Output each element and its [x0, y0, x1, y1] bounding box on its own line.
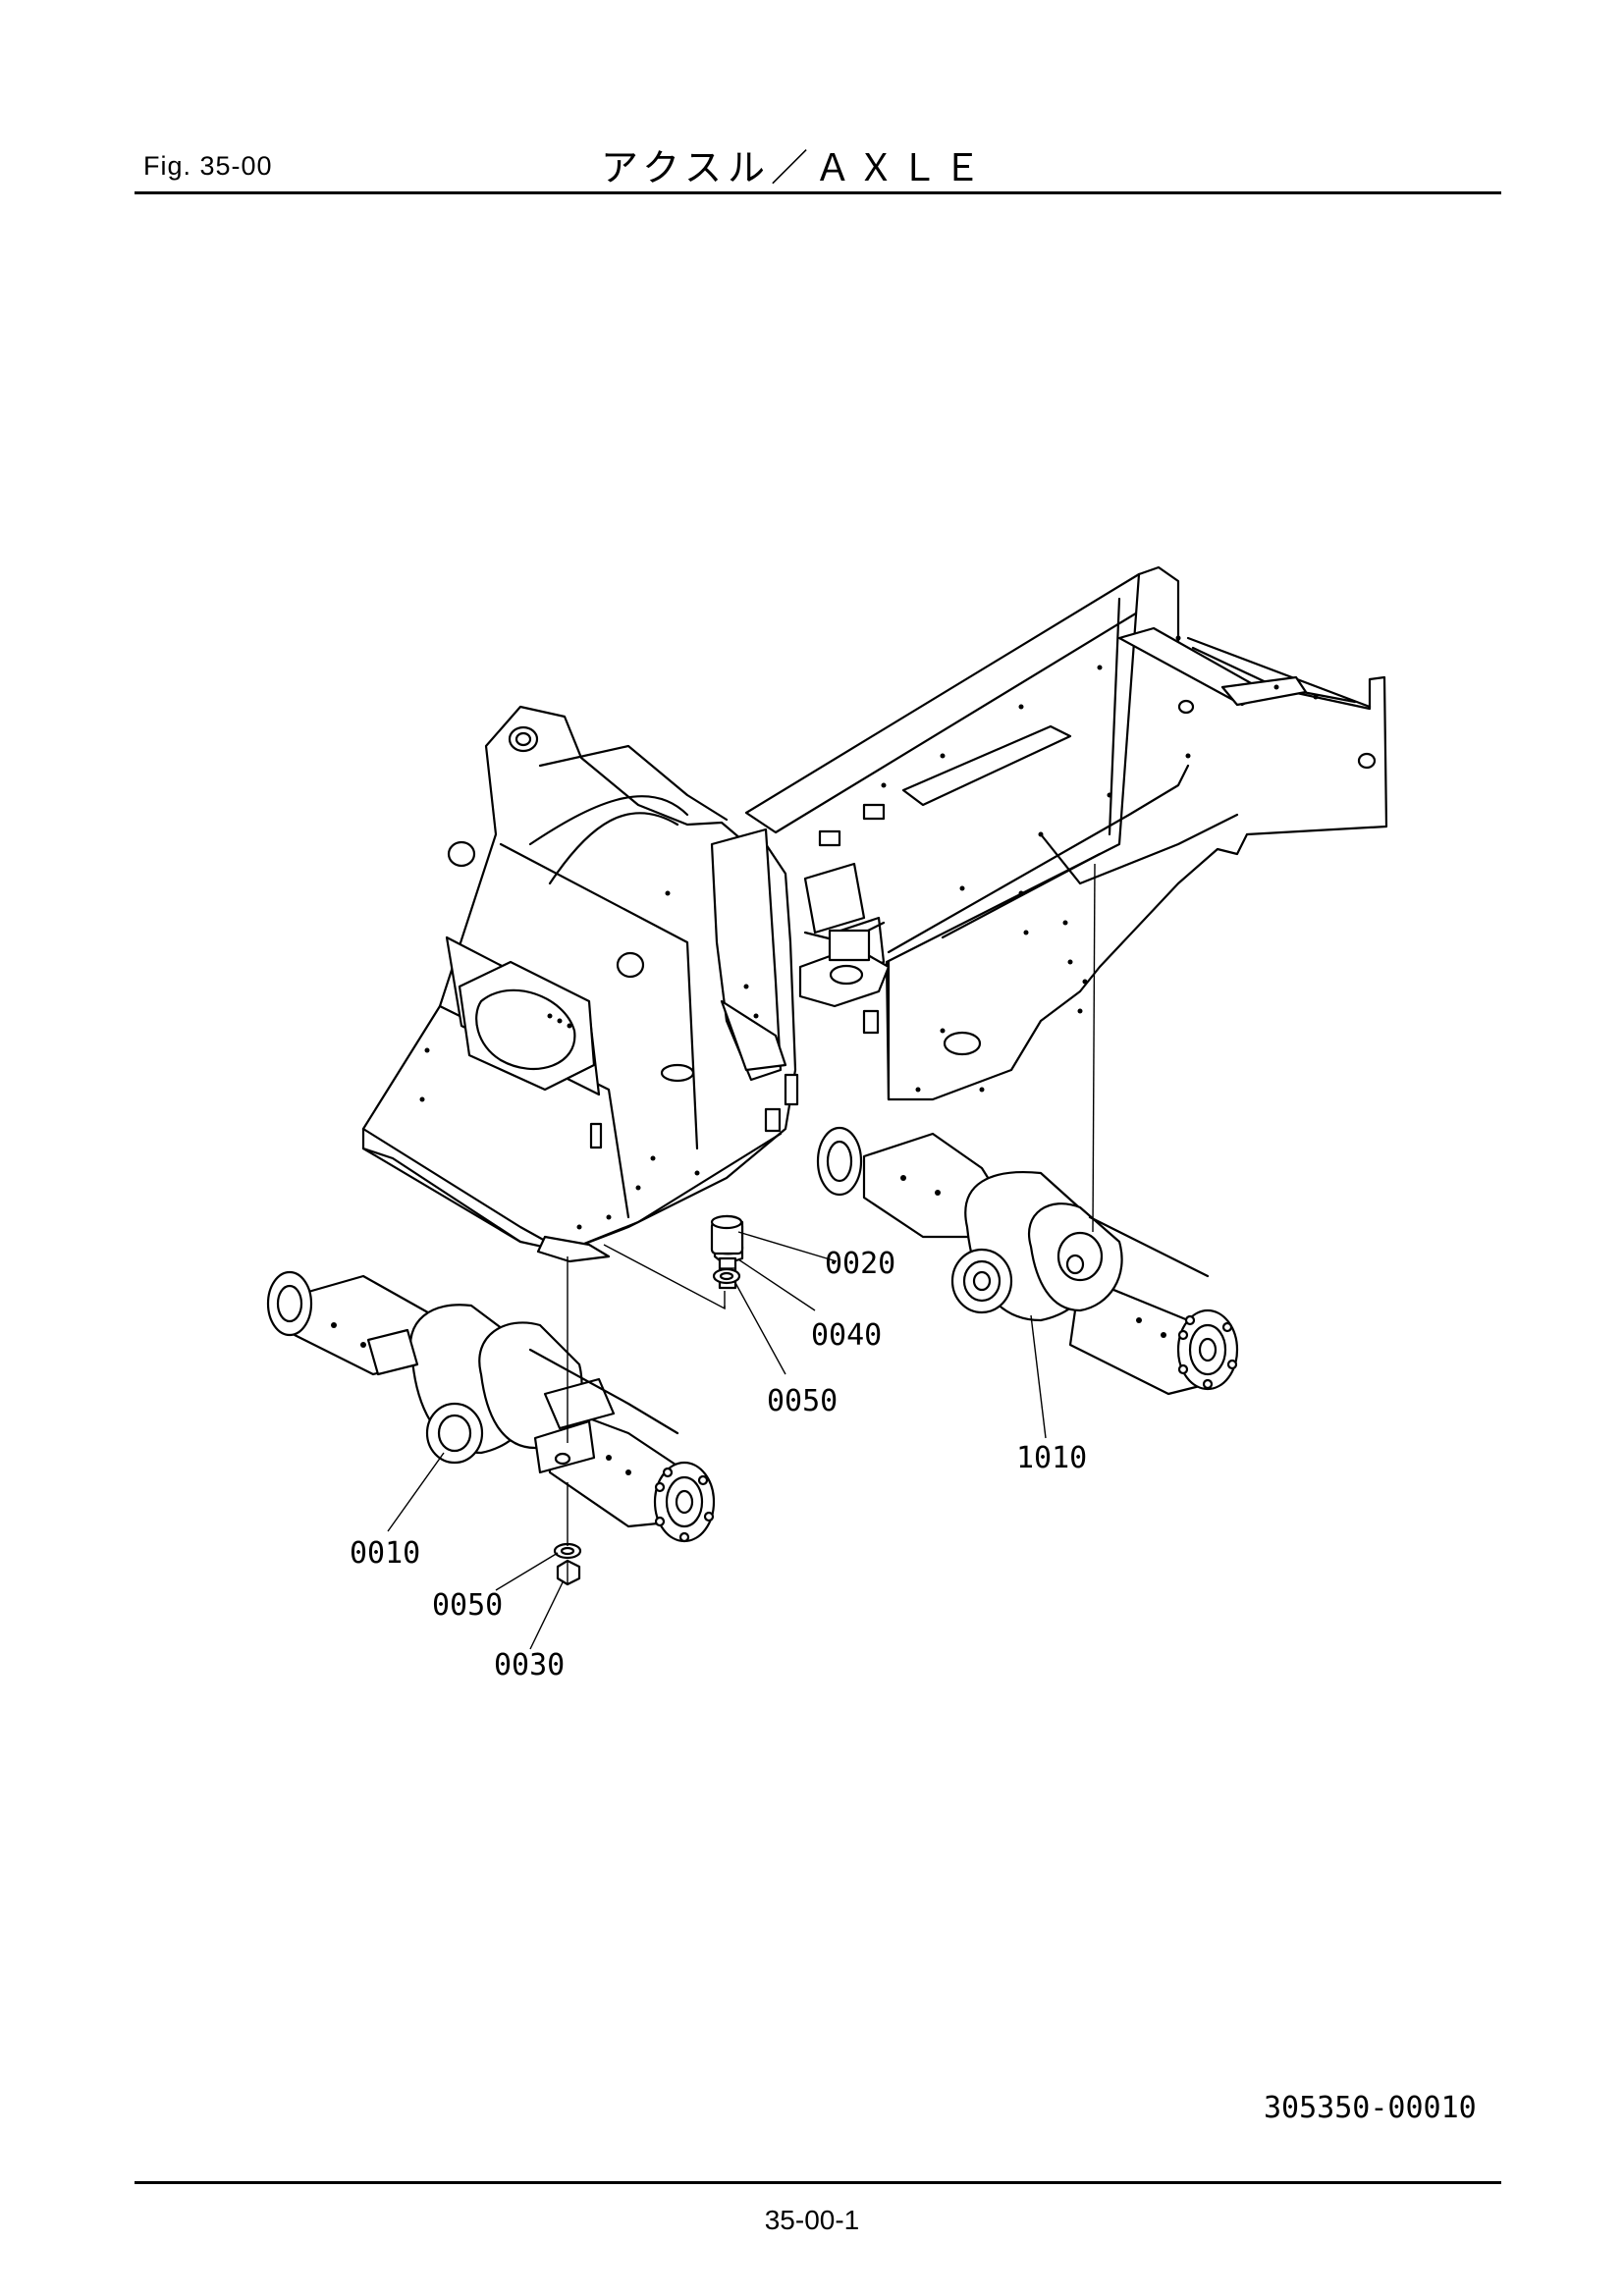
footer-rule [135, 2181, 1501, 2184]
callout-labels: 0020 0040 0050 1010 0010 0050 0030 [350, 1247, 1087, 1682]
callout-0020: 0020 [825, 1247, 895, 1281]
callout-1010: 1010 [1016, 1441, 1087, 1475]
pivot-hardware-stack [710, 1214, 744, 1290]
figure-number: Fig. 35-00 [143, 151, 273, 181]
rear-axle-1010 [816, 1126, 1239, 1396]
page-number: 35-00-1 [764, 2205, 860, 2235]
articulation-joint [798, 921, 891, 1035]
rear-frame [744, 565, 1388, 1101]
leader-lines [387, 863, 1096, 1650]
callout-0050-lower: 0050 [432, 1588, 503, 1623]
callout-0010: 0010 [350, 1536, 420, 1571]
front-frame [361, 705, 799, 1263]
front-axle-0010 [266, 1270, 716, 1543]
header-rule [135, 191, 1501, 194]
page-title: アクスル／ＡＸＬＥ [601, 146, 987, 189]
callout-0050-upper: 0050 [767, 1384, 838, 1418]
callout-0030: 0030 [494, 1648, 565, 1682]
lower-hardware [553, 1542, 582, 1586]
drawing-number: 305350-00010 [1264, 2091, 1477, 2125]
callout-0040: 0040 [811, 1318, 882, 1353]
